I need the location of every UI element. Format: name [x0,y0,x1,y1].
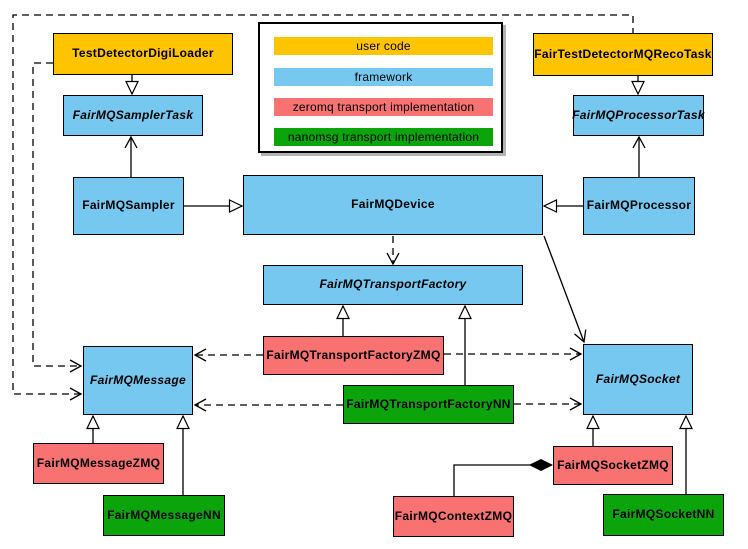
node-fairmqdevice: FairMQDevice [243,175,543,235]
node-fairmqsampler: FairMQSampler [73,177,184,235]
legend: user code framework zeromq transport imp… [258,22,503,153]
node-fairmqmessagezmq: FairMQMessageZMQ [33,443,164,484]
node-fairmqsocketzmq: FairMQSocketZMQ [553,446,673,485]
legend-item-nanomsg: nanomsg transport implementation [274,128,493,146]
node-fairmqtransportfactory: FairMQTransportFactory [263,265,523,305]
node-fairmqmessage: FairMQMessage [83,346,193,415]
node-testdetectordigiloader: TestDetectorDigiLoader [53,33,233,75]
edge-device-socket [543,235,587,344]
legend-item-zeromq: zeromq transport implementation [274,98,493,116]
node-fairmqprocessortask: FairMQProcessorTask [572,95,705,136]
node-fairmqtransportfactoryzmq: FairMQTransportFactoryZMQ [263,336,444,375]
node-fairmqsocketnn: FairMQSocketNN [603,494,724,536]
node-fairmqmessagenn: FairMQMessageNN [103,495,225,536]
node-fairmqsamplertask: FairMQSamplerTask [63,95,203,136]
edge-contextzmq-socketzmq-composition [453,465,552,496]
node-fairmqtransportfactorynn: FairMQTransportFactoryNN [343,385,514,424]
node-fairmqcontextzmq: FairMQContextZMQ [393,496,514,537]
legend-item-user-code: user code [274,37,493,55]
node-fairtestdetectormqrecotask: FairTestDetectorMQRecoTask [533,33,713,76]
node-fairmqprocessor: FairMQProcessor [583,177,695,235]
legend-item-framework: framework [274,68,493,86]
node-fairmqsocket: FairMQSocket [583,344,693,415]
